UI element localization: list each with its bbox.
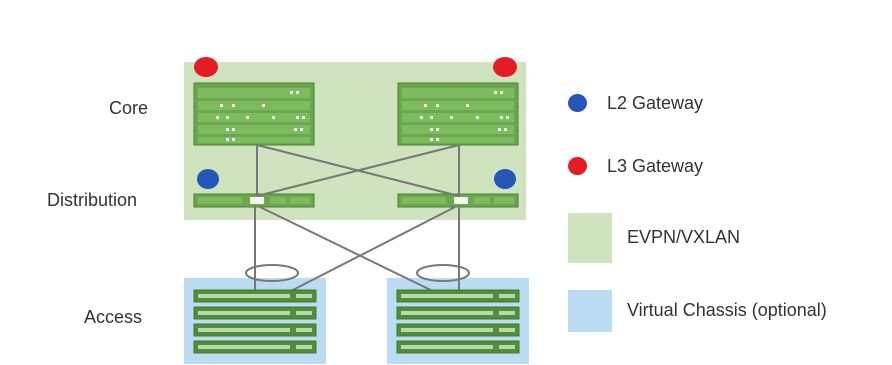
legend-l3-gateway-dot bbox=[568, 157, 587, 175]
core-switch-left bbox=[193, 82, 315, 146]
legend-l2-gateway-label: L2 Gateway bbox=[607, 93, 704, 113]
l2-gateway-marker-right bbox=[494, 169, 516, 189]
tier-label-distribution: Distribution bbox=[47, 190, 138, 210]
core-switch-right bbox=[397, 82, 519, 146]
core-distribution-links bbox=[256, 144, 460, 197]
legend-evpn-vxlan-label: EVPN/VXLAN bbox=[627, 227, 741, 247]
l3-gateway-marker-left bbox=[194, 57, 218, 77]
tier-label-core: Core bbox=[109, 98, 149, 118]
lag-ellipse-right bbox=[416, 264, 470, 282]
l2-gateway-marker-left bbox=[197, 169, 219, 189]
legend-l2-gateway-dot bbox=[568, 94, 587, 112]
legend-l3-gateway-label: L3 Gateway bbox=[607, 156, 704, 176]
legend-virtual-chassis-label: Virtual Chassis (optional) bbox=[627, 300, 827, 320]
legend-virtual-chassis-swatch bbox=[568, 290, 612, 332]
access-stack-right bbox=[396, 289, 520, 354]
access-stack-left bbox=[193, 289, 317, 354]
lag-ellipse-left bbox=[245, 264, 299, 282]
l3-gateway-marker-right bbox=[493, 57, 517, 77]
tier-label-access: Access bbox=[84, 307, 143, 327]
legend-evpn-vxlan-swatch bbox=[568, 213, 612, 263]
distribution-switch-left bbox=[193, 193, 315, 208]
distribution-switch-right bbox=[397, 193, 519, 208]
